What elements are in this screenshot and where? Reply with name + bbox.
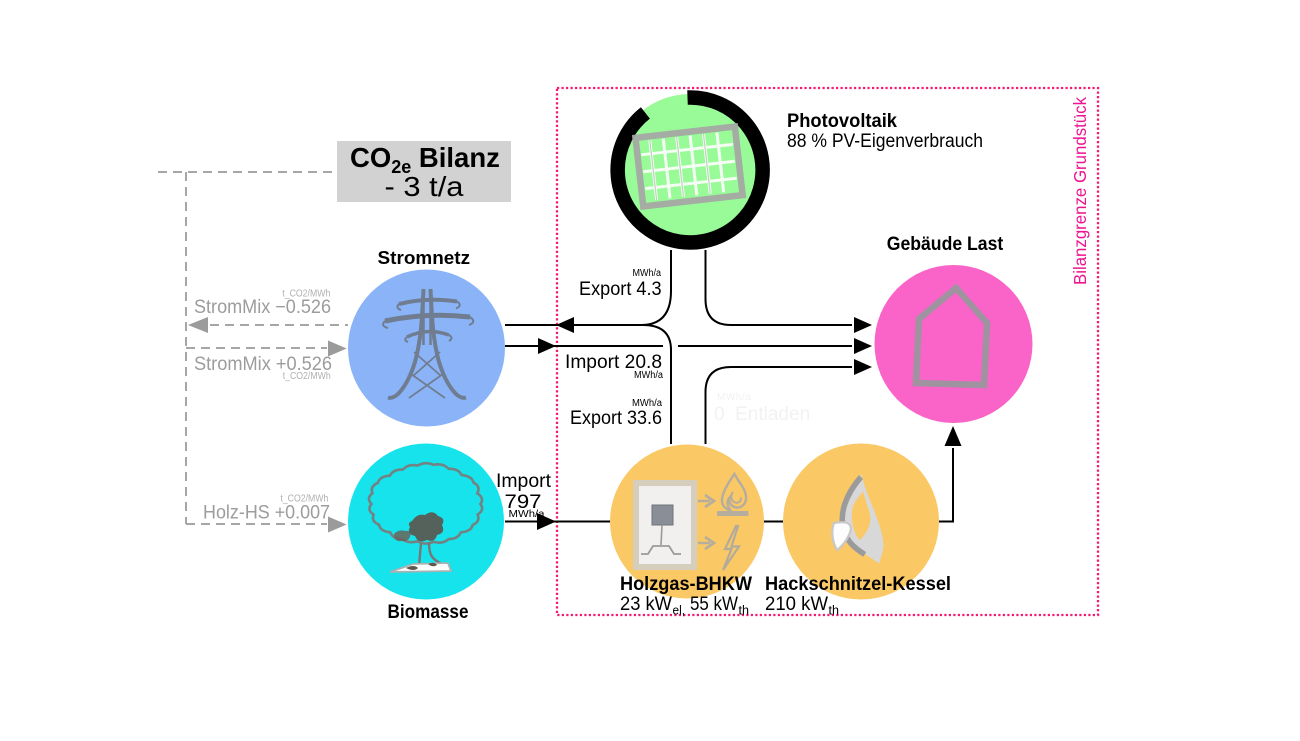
svg-text:Stromnetz: Stromnetz bbox=[378, 247, 471, 268]
svg-text:797: 797 bbox=[505, 491, 542, 513]
svg-text:Import: Import bbox=[496, 470, 552, 492]
svg-text:Export 33.6: Export 33.6 bbox=[570, 407, 662, 429]
svg-text:MWh/a: MWh/a bbox=[717, 392, 751, 403]
svg-text:el,: el, bbox=[673, 604, 686, 618]
svg-text:MWh/a: MWh/a bbox=[632, 398, 662, 409]
svg-text:StromMix −0.526: StromMix −0.526 bbox=[194, 297, 331, 318]
svg-text:Import 20.8: Import 20.8 bbox=[565, 351, 662, 373]
svg-text:- 3 t/a: - 3 t/a bbox=[385, 171, 465, 202]
svg-text:Export 4.3: Export 4.3 bbox=[579, 278, 662, 300]
svg-text:88 % PV-Eigenverbrauch: 88 % PV-Eigenverbrauch bbox=[787, 131, 983, 152]
svg-text:t_CO2/MWh: t_CO2/MWh bbox=[283, 370, 331, 382]
svg-text:Biomasse: Biomasse bbox=[388, 602, 469, 623]
svg-text:th: th bbox=[739, 604, 750, 618]
svg-text:MWh/a: MWh/a bbox=[633, 268, 662, 279]
svg-text:Holz-HS +0.007: Holz-HS +0.007 bbox=[203, 503, 330, 524]
svg-text:Hackschnitzel-Kessel: Hackschnitzel-Kessel bbox=[765, 574, 951, 595]
svg-text:MWh/a: MWh/a bbox=[634, 370, 663, 381]
svg-text:StromMix +0.526: StromMix +0.526 bbox=[194, 354, 332, 375]
svg-text:MWh/a: MWh/a bbox=[509, 508, 545, 520]
svg-text:t_CO2/MWh: t_CO2/MWh bbox=[282, 288, 330, 300]
svg-text:Holzgas-BHKW: Holzgas-BHKW bbox=[620, 574, 752, 595]
svg-text:t_CO2/MWh: t_CO2/MWh bbox=[280, 493, 328, 505]
svg-text:23 kW: 23 kW bbox=[620, 594, 672, 615]
svg-text:Photovoltaik: Photovoltaik bbox=[787, 110, 897, 132]
svg-text:55 kW: 55 kW bbox=[690, 594, 738, 615]
svg-text:210 kW: 210 kW bbox=[765, 594, 828, 615]
svg-text:0 Entladen: 0 Entladen bbox=[714, 404, 810, 425]
svg-text:Gebäude Last: Gebäude Last bbox=[887, 233, 1004, 255]
svg-text:Bilanzgrenze Grundstück: Bilanzgrenze Grundstück bbox=[1070, 97, 1090, 285]
svg-text:th: th bbox=[829, 604, 840, 618]
svg-text:CO2e Bilanz: CO2e Bilanz bbox=[350, 142, 500, 177]
